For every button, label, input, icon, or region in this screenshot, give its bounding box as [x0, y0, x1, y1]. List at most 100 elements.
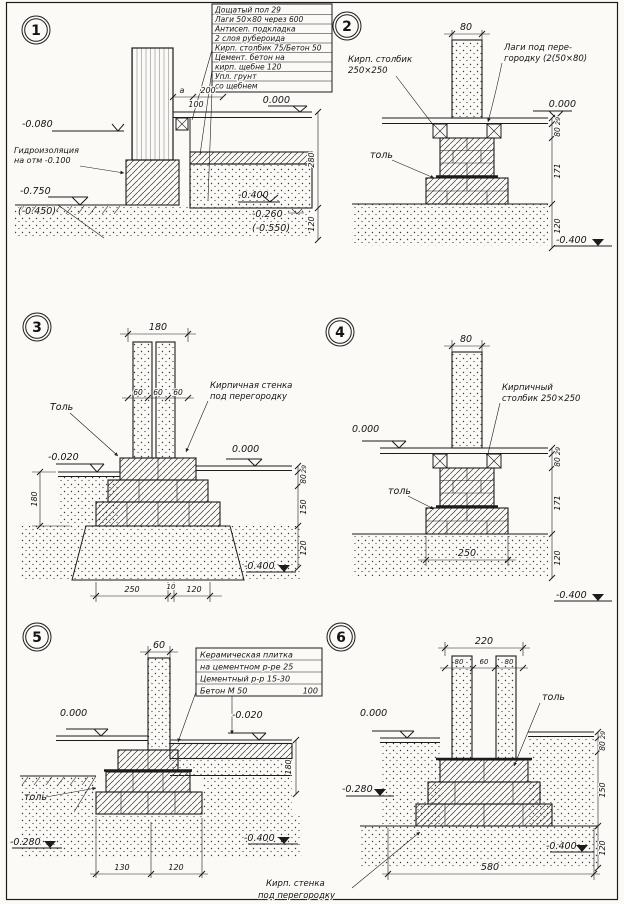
d1-hydro-2: на отм -0.100 [14, 156, 71, 165]
d3-wall-1: Кирпичная стенка [210, 381, 292, 391]
detail-2: 2 80 Лаги под пере- городку (2(50×80) Ки… [332, 11, 612, 252]
d6-dim-150: 150 [598, 782, 607, 797]
d3-elevation-000: 0.000 [226, 443, 263, 467]
d2-top-dim: 80 [444, 21, 490, 40]
d5-dim-120: 120 [168, 863, 183, 872]
detail-1: 1 Дощатый пол 29 Лаги 50×80 через 600 Ан… [13, 3, 333, 244]
d1-dim-120: 120 [307, 216, 316, 231]
d1-elev-000-label: 0.000 [263, 95, 290, 106]
d2-lagi-1: Лаги под пере- [503, 43, 572, 53]
d3-dim-180-left: 180 [30, 491, 39, 506]
d6-bottom-label: Кирп. стенка под перегородку [257, 831, 421, 902]
d3-elev-400-label: -0.400 [244, 561, 275, 572]
detail-4: 4 80 Кирпичный столбик 250×250 0.000 тол… [325, 317, 612, 602]
d4-bottom-dim: 250 [418, 536, 516, 566]
d5-elevation-400: -0.400 [243, 832, 298, 845]
d2-tol-label: толь [370, 150, 393, 161]
d3-elevation-400: -0.400 [243, 560, 296, 573]
d5-dim-180: 180 [284, 759, 293, 774]
d4-dim-80: 80 [460, 334, 472, 345]
d1-footing [125, 159, 180, 206]
detail-1-number: 1 [31, 23, 41, 39]
d3-foundation [20, 525, 300, 581]
d4-dim-120: 120 [553, 550, 562, 565]
d4-floor-boards [380, 447, 548, 454]
d4-dim-171: 171 [553, 495, 562, 510]
d3-tol-label: Толь [50, 402, 73, 413]
d6-dim-60: 60 [480, 658, 489, 666]
d3-inner-dims: 60 60 60 [122, 387, 194, 402]
detail-3-number: 3 [32, 320, 42, 336]
d3-dim-60: 60 [153, 388, 163, 397]
d5-note: Керамическая плитка [200, 651, 293, 660]
d4-elevation-400: -0.400 [554, 589, 612, 602]
detail-6: 6 220 80 60 80 толь 0.000 [257, 622, 608, 902]
d3-elev-000-label: 0.000 [232, 444, 259, 455]
d1-note: Кирп. столбик 75/Бетон 50 [215, 44, 322, 53]
d4-stolbik-1: Кирпичный [502, 383, 553, 393]
d4-tol-label: толь [388, 486, 411, 497]
d3-elev-020-label: -0.020 [48, 452, 79, 463]
d2-label-lagi: Лаги под пере- городку (2(50×80) [487, 42, 588, 123]
d6-dim-80: 80 [455, 658, 464, 666]
d3-dim-80: 80 [299, 474, 308, 484]
d2-elevation-400: -0.400 [554, 234, 612, 247]
d2-elev-400-label: -0.400 [556, 235, 587, 246]
d1-dim-280: 280 [307, 152, 316, 167]
d2-post [451, 39, 483, 119]
d5-note: на цементном р-ре 25 [200, 663, 293, 672]
d2-elevation-000: 0.000 [533, 98, 577, 119]
d6-elev-400-label: -0.400 [546, 841, 577, 852]
d1-note: 2 слоя рубероида [215, 34, 285, 43]
d2-label-stolbik: Кирп. столбик 250×250 [347, 54, 441, 135]
d1-elevation-000: 0.000 [262, 94, 308, 113]
d4-dim-80: 80 [553, 457, 562, 467]
d5-post [147, 657, 171, 751]
d2-right-dim-chain: 29 80 171 120 [548, 114, 563, 252]
d3-right-dim-chain: 29 80 150 120 [294, 462, 309, 572]
d6-dim-80: 80 [505, 658, 514, 666]
d5-note-100: 100 [303, 687, 318, 696]
d5-ground [20, 775, 302, 858]
d1-top-dims: a 200 100 [169, 85, 227, 110]
d1-elev-750-label: -0.750 [20, 186, 51, 197]
d1-ground [15, 204, 312, 239]
d6-elevation-400: -0.400 [545, 840, 594, 853]
d6-dim-580: 580 [481, 862, 499, 873]
d3-label-wall: Кирпичная стенка под перегородку [185, 380, 294, 453]
d5-tile-floor [169, 739, 293, 776]
d1-note: Антисеп. подкладка [214, 25, 296, 34]
d6-stud-left [451, 655, 473, 761]
d6-elevation-280: -0.280 [341, 783, 394, 797]
d3-stud-left [132, 341, 153, 459]
d6-inner-dims: 80 60 80 [440, 657, 528, 672]
d6-prep [360, 825, 598, 868]
d3-wall-2: под перегородку [210, 392, 288, 402]
d5-dim-130: 130 [114, 863, 129, 872]
detail-4-number: 4 [335, 325, 345, 341]
d3-top-dim: 180 [120, 321, 196, 342]
d5-dim-60: 60 [153, 640, 165, 651]
d6-stud-right [495, 655, 517, 761]
detail-3: 3 180 60 60 60 Кирпичная стенка под пере… [20, 312, 309, 602]
d1-notes-table: Дощатый пол 29 Лаги 50×80 через 600 Анти… [191, 3, 333, 201]
d4-top-dim: 80 [444, 333, 490, 352]
d4-prep [352, 533, 548, 576]
d5-notes-table: Керамическая плитка на цементном р-ре 25… [177, 647, 323, 743]
d4-elevation-000: 0.000 [351, 423, 407, 449]
d5-floor-left [56, 735, 148, 741]
d3-dim-120: 120 [299, 540, 308, 555]
d3-dim-10: 10 [167, 583, 176, 591]
detail-2-number: 2 [342, 19, 352, 35]
d3-dim-60: 60 [133, 388, 143, 397]
detail-5: 5 60 Керамическая плитка на цементном р-… [9, 622, 323, 878]
d5-bottom-dims: 130 120 [90, 818, 208, 878]
d2-stolbik-1: Кирп. столбик [348, 55, 413, 65]
d1-elev-400-label: -0.400 [238, 190, 269, 201]
d6-dim-29: 29 [599, 731, 607, 739]
d1-hydro-label: Гидроизоляция на отм -0.100 [13, 145, 125, 175]
sheet-border [5, 1, 619, 901]
d1-note: Цемент. бетон на [215, 53, 285, 62]
d3-bottom-dims: 250 10 120 [90, 582, 222, 602]
